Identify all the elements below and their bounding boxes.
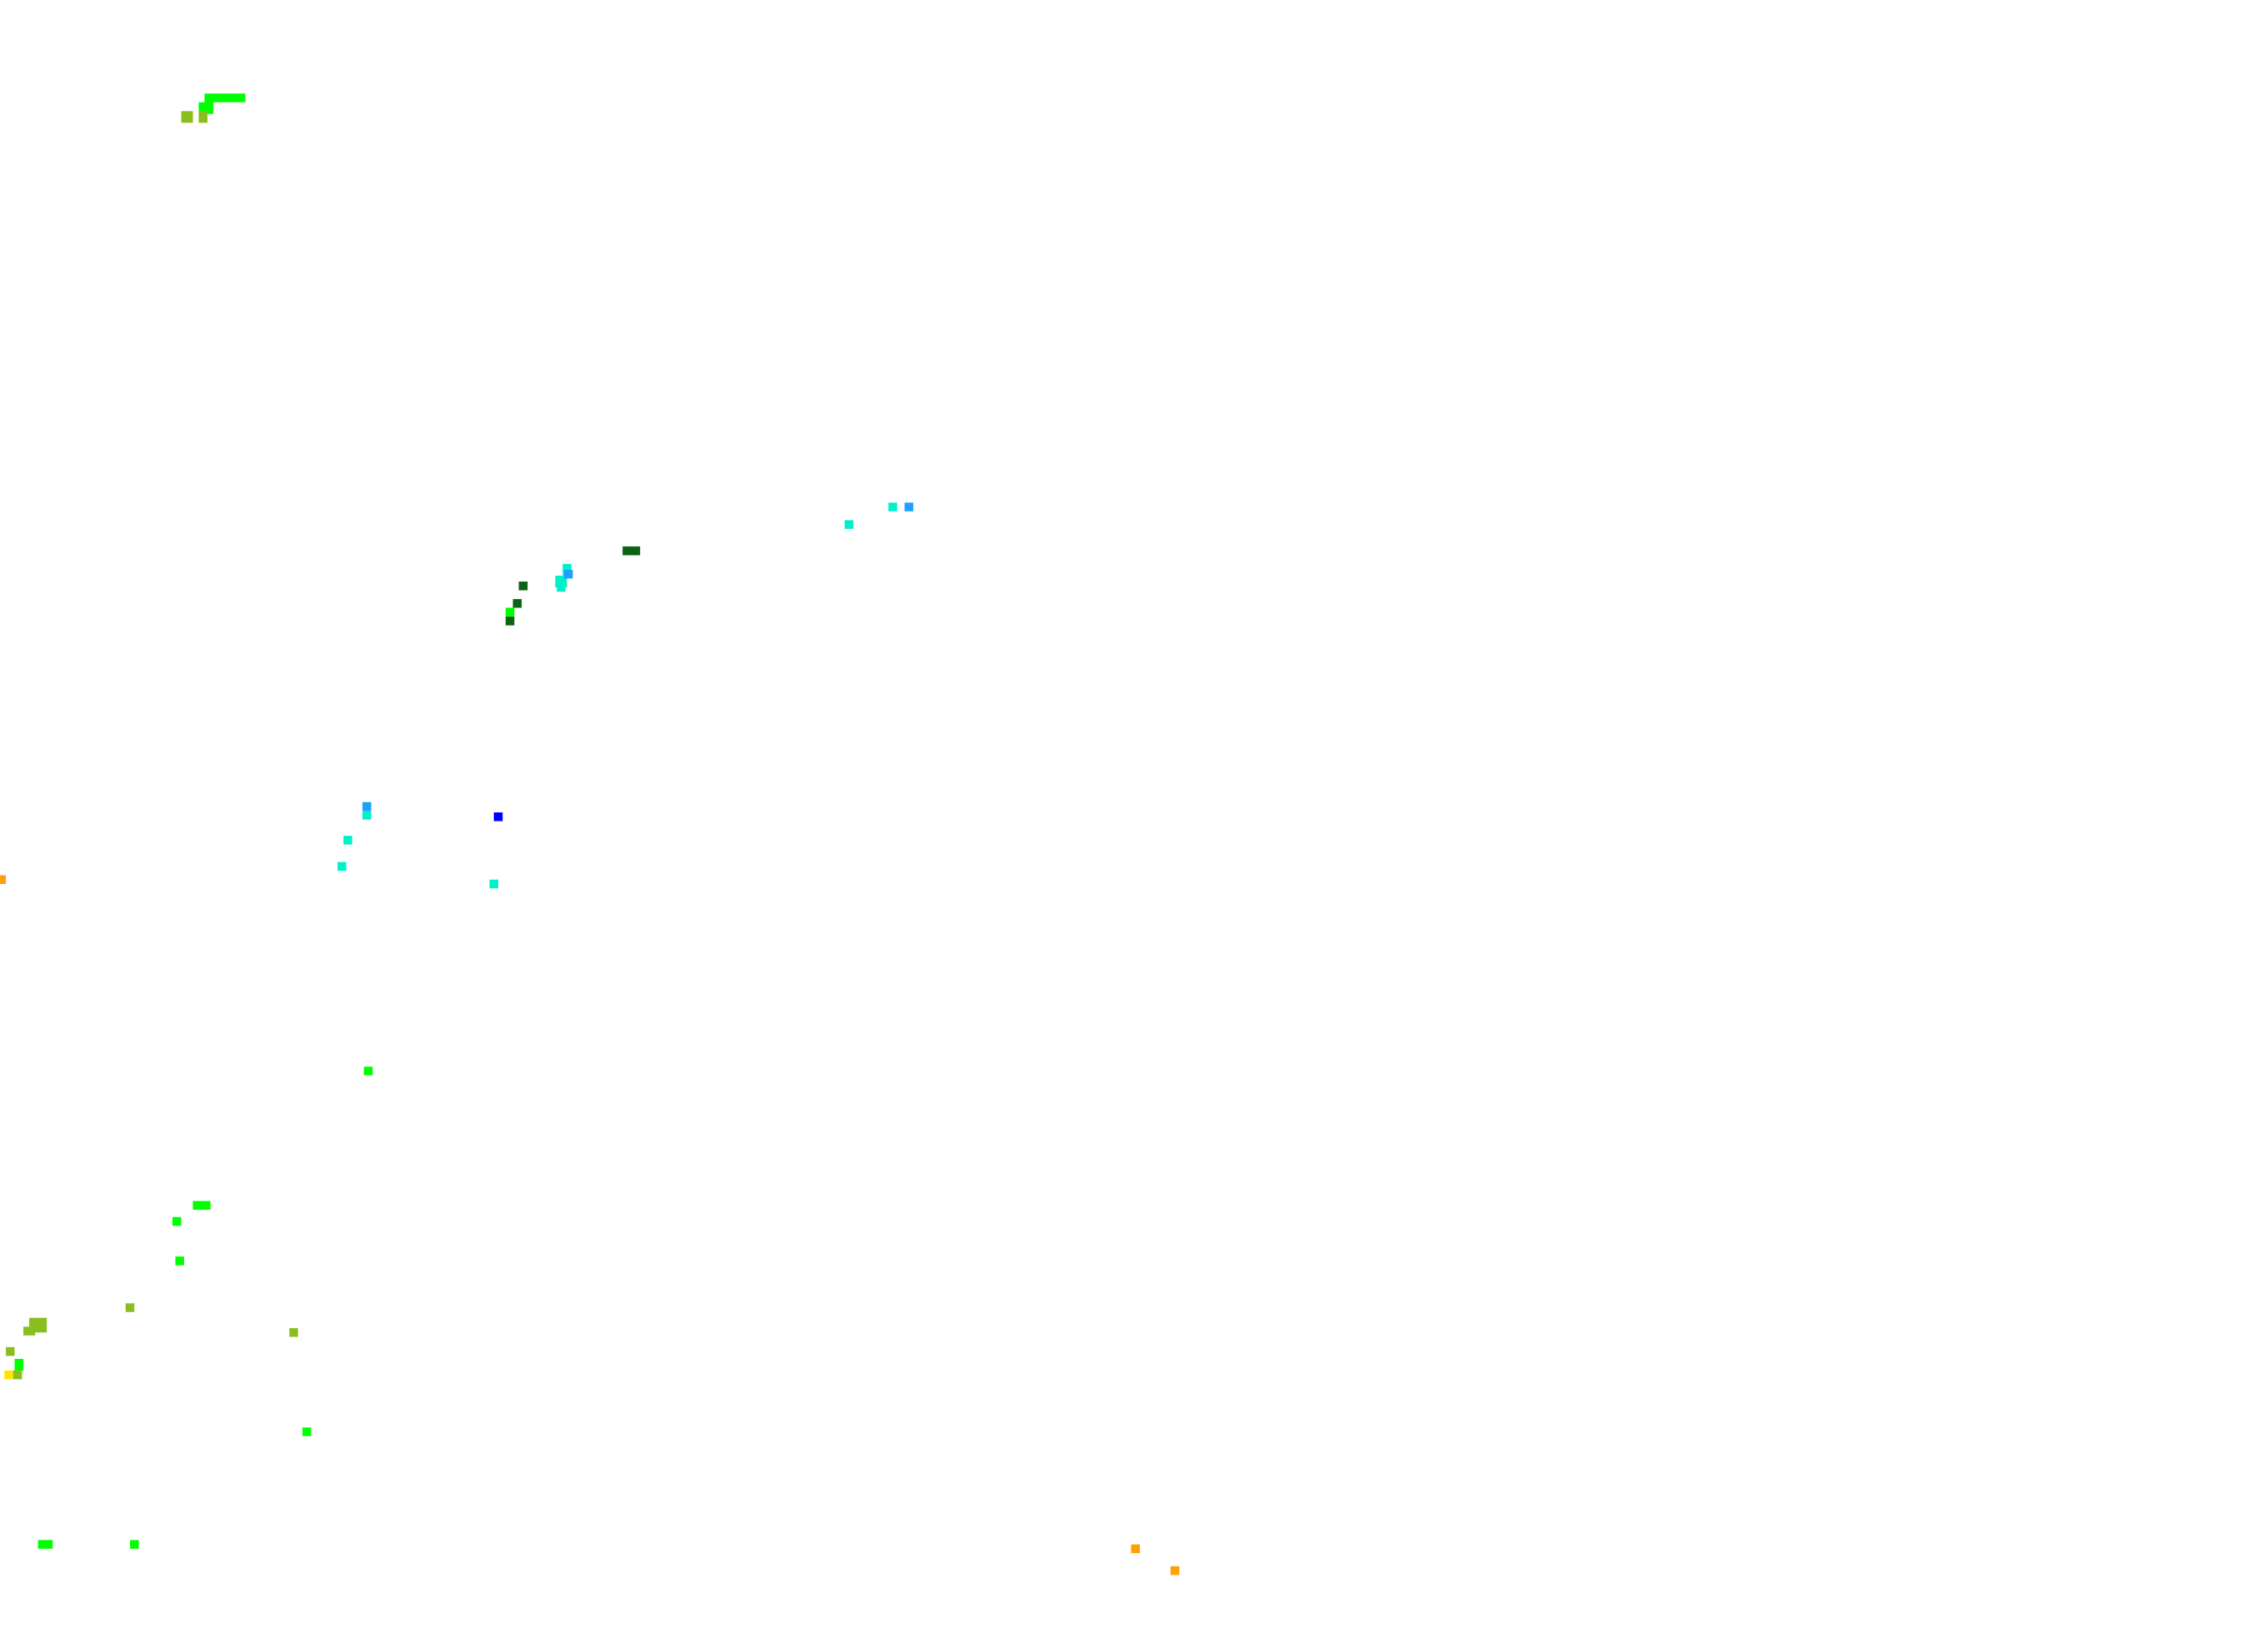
map-pixel-olive-green xyxy=(23,1326,35,1336)
map-pixel-dark-green xyxy=(505,616,514,626)
map-pixel-yellow xyxy=(4,1370,14,1379)
map-pixel-light-green xyxy=(175,1256,185,1266)
map-pixel-sky-blue xyxy=(362,802,371,811)
map-pixel-olive-green xyxy=(181,110,193,123)
map-pixel-dark-green xyxy=(622,546,640,555)
map-pixel-light-green xyxy=(130,1539,140,1549)
pixel-clusters xyxy=(0,93,1179,1575)
map-pixel-light-green xyxy=(205,93,246,103)
map-pixel-cyan xyxy=(888,502,898,512)
map-pixel-light-green xyxy=(172,1217,181,1226)
map-pixel-cyan xyxy=(556,583,566,592)
map-pixel-olive-green xyxy=(125,1303,134,1313)
map-pixel-cyan xyxy=(337,862,347,871)
map-pixel-olive-green xyxy=(5,1347,15,1356)
map-pixel-olive-green xyxy=(199,110,208,123)
map-pixel-sky-blue xyxy=(564,569,573,579)
map-pixel-cyan xyxy=(490,879,499,889)
map-pixel-dark-green xyxy=(513,599,522,608)
map-pixel-orange xyxy=(0,875,6,884)
map-pixel-light-green xyxy=(199,102,214,115)
map-pixel-cyan xyxy=(362,810,371,820)
map-pixel-sky-blue xyxy=(904,502,914,512)
map-pixel-light-green xyxy=(15,1359,24,1371)
map-pixel-light-green xyxy=(505,608,514,617)
map-pixel-light-green xyxy=(302,1427,312,1437)
map-pixel-olive-green xyxy=(289,1328,299,1337)
map-pixel-light-green xyxy=(193,1201,211,1210)
map-pixel-olive-green xyxy=(13,1370,22,1379)
map-pixel-light-green xyxy=(364,1066,373,1076)
map-pixel-blue xyxy=(494,812,503,821)
map-pixel-orange xyxy=(1170,1566,1179,1575)
map-pixel-dark-green xyxy=(519,581,528,590)
map-pixel-light-green xyxy=(38,1539,53,1549)
map-pixel-cyan xyxy=(343,835,353,845)
map-pixel-cyan xyxy=(844,519,854,530)
map-pixel-orange xyxy=(1131,1544,1140,1553)
